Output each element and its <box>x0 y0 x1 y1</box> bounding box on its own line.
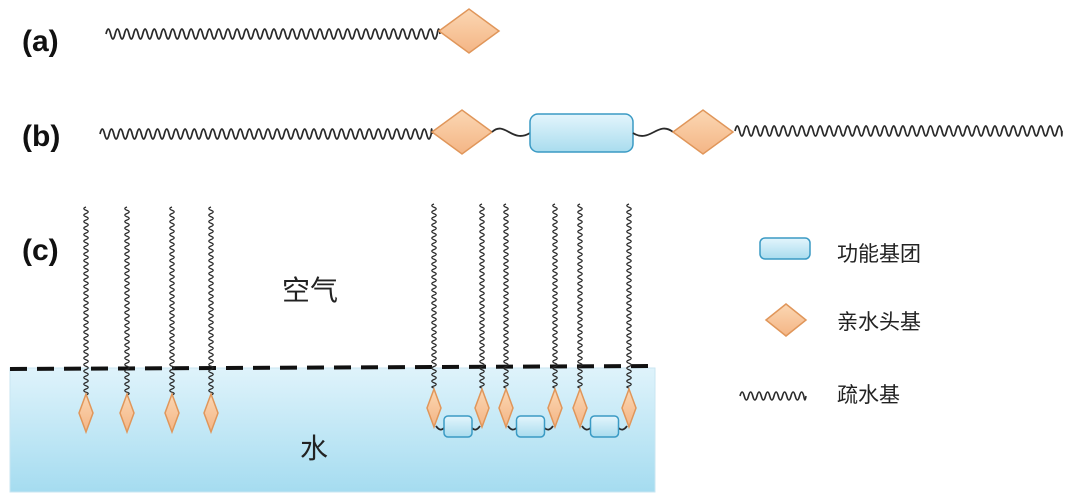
legend: 功能基团 亲水头基 疏水基 <box>739 237 921 407</box>
hydrophobic-chain <box>99 128 433 140</box>
hydrophilic-head <box>547 386 563 430</box>
panel-label-c: (c) <box>22 234 59 267</box>
hydrophilic-head <box>119 391 135 435</box>
air-label: 空气 <box>282 274 338 307</box>
hydrophobic-chain <box>479 203 485 389</box>
hydrophobic-chain <box>169 206 175 396</box>
hydrophilic-head <box>498 386 514 430</box>
water-region <box>9 367 656 493</box>
panel-label-a: (a) <box>22 25 59 58</box>
hydrophilic-head <box>621 386 637 430</box>
functional-group-block <box>515 415 546 438</box>
legend-hydrophobic-group-label: 疏水基 <box>837 383 900 407</box>
hydrophobic-chain <box>734 125 1063 137</box>
linker-chain <box>491 127 531 137</box>
legend-functional-group-label: 功能基团 <box>837 242 921 266</box>
functional-group-block <box>529 113 634 153</box>
functional-group-block <box>589 415 620 438</box>
hydrophilic-head <box>78 391 94 435</box>
hydrophobic-chain <box>208 206 214 396</box>
hydrophobic-chain <box>83 206 89 396</box>
hydrophilic-head <box>164 391 180 435</box>
hydrophilic-head <box>572 386 588 430</box>
hydrophilic-head <box>437 8 501 54</box>
hydrophobic-chain <box>105 28 441 40</box>
linker-chain <box>632 127 674 137</box>
hydrophilic-head <box>203 391 219 435</box>
hydrophobic-chain <box>124 206 130 396</box>
hydrophobic-chain <box>431 203 437 389</box>
legend-hydrophobic-group-swatch <box>739 391 807 401</box>
functional-group-block <box>443 415 473 438</box>
hydrophilic-head <box>426 386 442 430</box>
hydrophobic-chain <box>552 203 558 389</box>
hydrophilic-head <box>430 109 494 155</box>
molecule-layer <box>78 8 1063 438</box>
hydrophilic-head <box>474 386 490 430</box>
legend-functional-group-swatch <box>759 237 811 260</box>
panel-label-b: (b) <box>22 120 60 153</box>
hydrophobic-chain <box>503 203 509 389</box>
hydrophobic-chain <box>577 203 583 389</box>
legend-hydrophilic-head-label: 亲水头基 <box>837 310 921 334</box>
hydrophobic-chain <box>626 203 632 389</box>
hydrophilic-head <box>671 109 735 155</box>
water-label: 水 <box>300 432 328 465</box>
legend-hydrophilic-head-swatch <box>764 303 808 337</box>
